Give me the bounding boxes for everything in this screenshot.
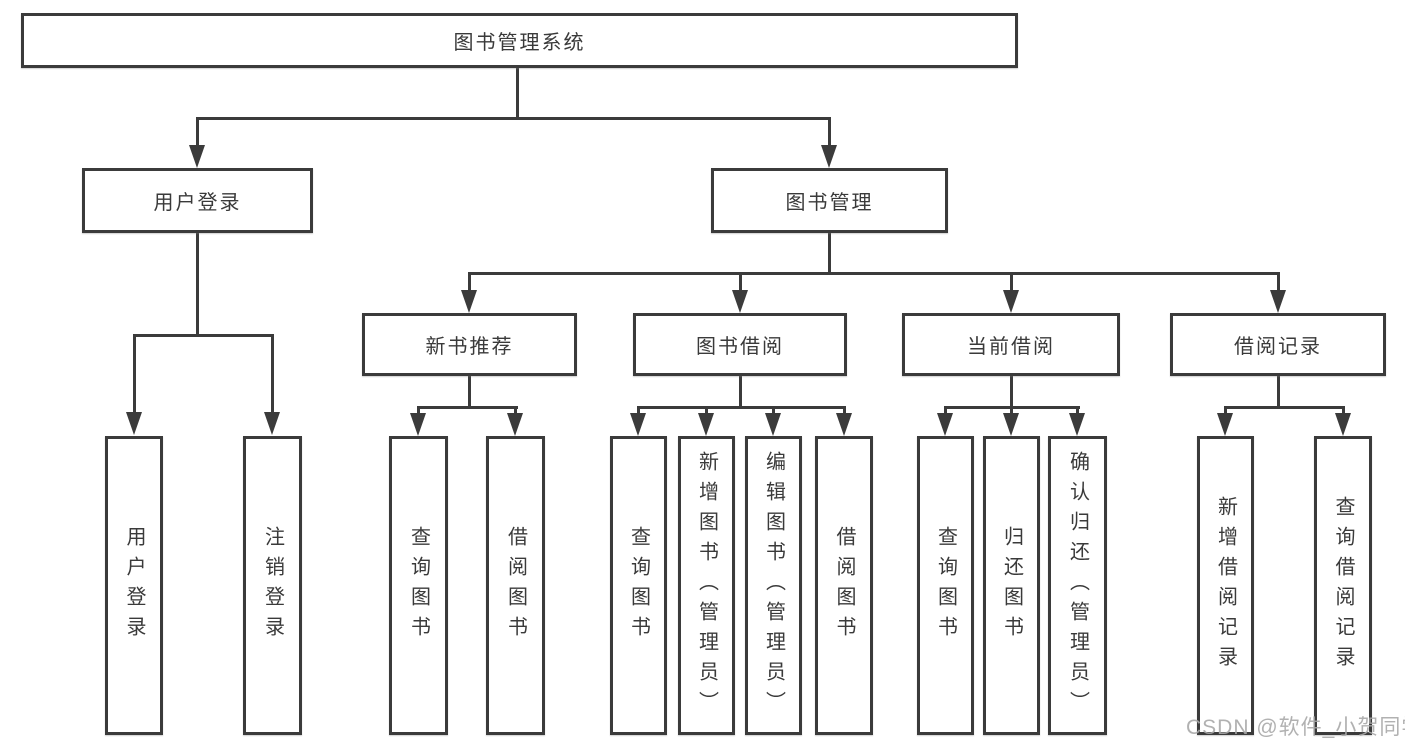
connector-line bbox=[417, 406, 518, 409]
node-user-login: 用户登录 bbox=[82, 168, 313, 233]
connector-arrowhead bbox=[1217, 413, 1233, 436]
connector-arrowhead bbox=[630, 413, 646, 436]
connector-line bbox=[1010, 376, 1013, 409]
node-book-management: 图书管理 bbox=[711, 168, 948, 233]
connector-arrowhead bbox=[507, 413, 523, 436]
connector-line bbox=[1277, 376, 1280, 409]
connector-arrowhead bbox=[732, 290, 748, 313]
connector-line bbox=[1010, 272, 1013, 294]
connector-arrowhead bbox=[189, 145, 205, 168]
leaf-query-books-current: 查询图书 bbox=[917, 436, 974, 735]
connector-arrowhead bbox=[937, 413, 953, 436]
leaf-query-borrow-record: 查询借阅记录 bbox=[1314, 436, 1372, 735]
connector-line bbox=[828, 117, 831, 149]
connector-line bbox=[468, 272, 471, 294]
connector-line bbox=[944, 406, 947, 418]
leaf-add-books-admin: 新增图书（管理员） bbox=[678, 436, 735, 735]
connector-line bbox=[133, 334, 274, 337]
connector-arrowhead bbox=[1335, 413, 1351, 436]
connector-line bbox=[739, 272, 742, 294]
connector-arrowhead bbox=[410, 413, 426, 436]
connector-line bbox=[468, 272, 1280, 275]
leaf-query-books-newbook: 查询图书 bbox=[389, 436, 448, 735]
leaf-query-books-borrow: 查询图书 bbox=[610, 436, 667, 735]
connector-arrowhead bbox=[698, 413, 714, 436]
connector-arrowhead bbox=[765, 413, 781, 436]
node-library-management-system: 图书管理系统 bbox=[21, 13, 1018, 68]
leaf-return-books: 归还图书 bbox=[983, 436, 1040, 735]
leaf-edit-books-admin: 编辑图书（管理员） bbox=[745, 436, 802, 735]
connector-line bbox=[1277, 272, 1280, 294]
connector-line bbox=[828, 233, 831, 275]
leaf-logout: 注销登录 bbox=[243, 436, 302, 735]
connector-line bbox=[739, 376, 742, 409]
connector-line bbox=[1010, 406, 1013, 418]
leaf-confirm-return-admin: 确认归还（管理员） bbox=[1048, 436, 1107, 735]
node-current-borrowing: 当前借阅 bbox=[902, 313, 1120, 376]
connector-line bbox=[514, 406, 517, 418]
connector-arrowhead bbox=[1003, 290, 1019, 313]
node-new-book-recommendation: 新书推荐 bbox=[362, 313, 577, 376]
node-book-borrowing: 图书借阅 bbox=[633, 313, 847, 376]
connector-arrowhead bbox=[836, 413, 852, 436]
node-borrowing-records: 借阅记录 bbox=[1170, 313, 1386, 376]
connector-line bbox=[637, 406, 846, 409]
connector-line bbox=[196, 117, 831, 120]
connector-arrowhead bbox=[1069, 413, 1085, 436]
connector-line bbox=[1342, 406, 1345, 418]
connector-line bbox=[637, 406, 640, 418]
connector-line bbox=[417, 406, 420, 418]
connector-line bbox=[843, 406, 846, 418]
leaf-add-borrow-record: 新增借阅记录 bbox=[1197, 436, 1254, 735]
connector-arrowhead bbox=[264, 412, 280, 435]
connector-line bbox=[516, 68, 519, 119]
leaf-borrow-books-newbook: 借阅图书 bbox=[486, 436, 545, 735]
connector-line bbox=[1224, 406, 1227, 418]
connector-line bbox=[196, 233, 199, 336]
connector-line bbox=[271, 334, 274, 414]
connector-line bbox=[1224, 406, 1345, 409]
connector-line bbox=[1076, 406, 1079, 418]
connector-arrowhead bbox=[126, 412, 142, 435]
csdn-watermark: CSDN @软件_小贺同学 bbox=[1186, 716, 1405, 739]
leaf-borrow-books-borrow: 借阅图书 bbox=[815, 436, 873, 735]
connector-arrowhead bbox=[821, 145, 837, 168]
connector-arrowhead bbox=[1270, 290, 1286, 313]
connector-line bbox=[468, 376, 471, 409]
leaf-user-login: 用户登录 bbox=[105, 436, 163, 735]
connector-line bbox=[133, 334, 136, 414]
connector-line bbox=[772, 406, 775, 418]
connector-line bbox=[196, 117, 199, 149]
connector-arrowhead bbox=[461, 290, 477, 313]
connector-arrowhead bbox=[1003, 413, 1019, 436]
connector-line bbox=[705, 406, 708, 418]
